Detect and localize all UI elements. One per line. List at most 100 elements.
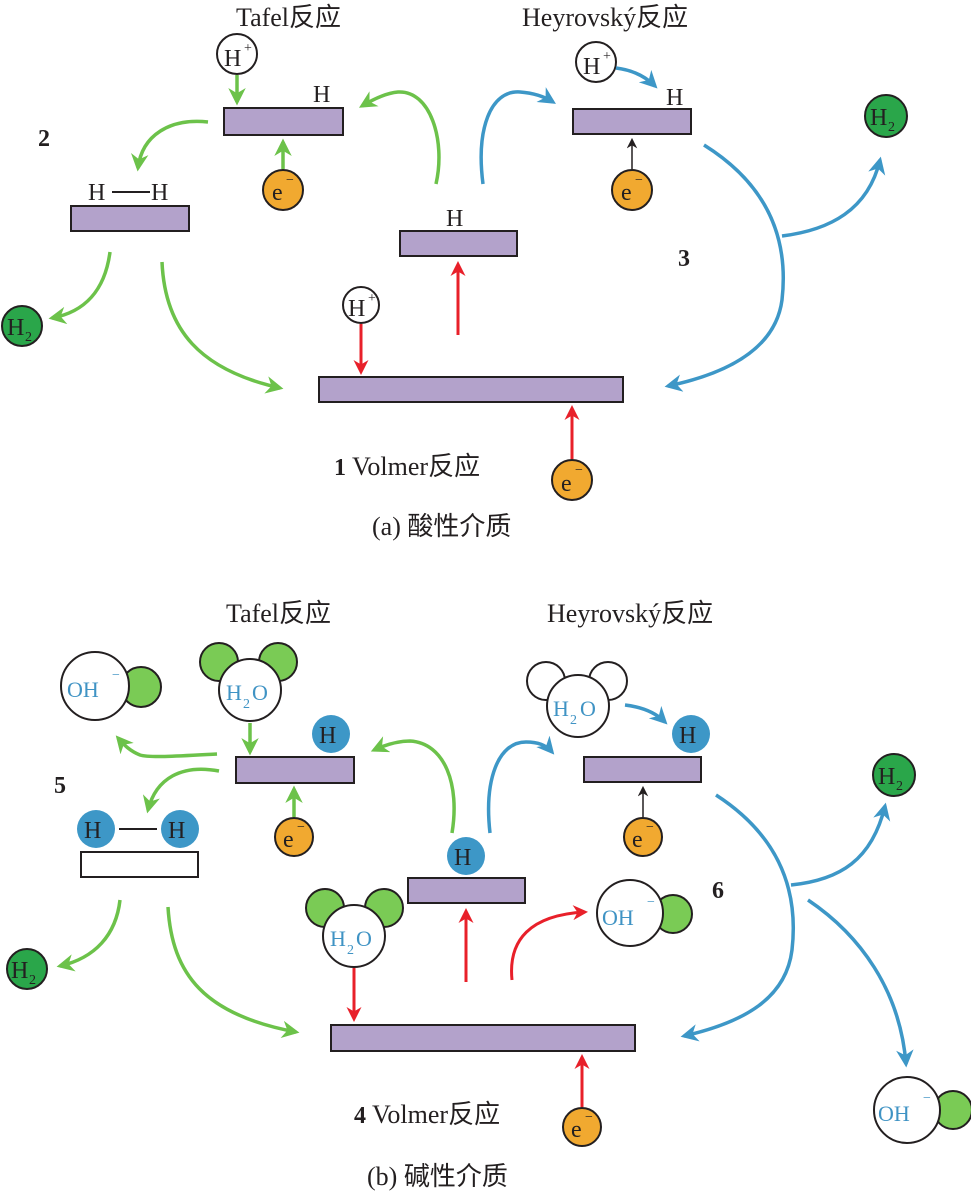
svg-text:−: −: [297, 820, 305, 835]
svg-text:H: H: [553, 696, 569, 721]
arrow-heyrovsky-to-volmer: [664, 143, 785, 392]
svg-text:−: −: [585, 1110, 593, 1125]
hydroxide-ion-top-left: OH −: [60, 651, 162, 721]
svg-text:H: H: [84, 818, 101, 844]
heyrovsky-adsorbed-h: H: [666, 85, 683, 111]
h-h-slab-b: [80, 851, 199, 878]
svg-text:O: O: [580, 696, 596, 721]
hydroxide-ion-middle: OH −: [596, 879, 693, 947]
arrow-hh-to-h2: [48, 251, 112, 325]
svg-text:2: 2: [29, 973, 36, 988]
svg-text:H: H: [7, 315, 24, 341]
heyrovsky-title-b: Heyrovský反应: [547, 599, 713, 628]
h2-molecule-right-a: H 2: [864, 94, 908, 138]
h-h-pair-b: H H: [77, 810, 199, 848]
svg-text:−: −: [635, 173, 643, 188]
svg-text:e: e: [571, 1117, 582, 1143]
arrow-tafel-to-hh: [131, 119, 209, 172]
tafel-title-a: Tafel反应: [236, 3, 341, 32]
svg-text:O: O: [252, 680, 268, 705]
arrow-middle-to-tafel: [358, 90, 441, 185]
arrow-middle-to-heyrovsky: [479, 87, 556, 185]
water-molecule-volmer: H 2 O: [305, 888, 404, 968]
svg-text:+: +: [603, 49, 611, 64]
caption-b: (b) 碱性介质: [367, 1162, 508, 1191]
proton-ion-volmer: H +: [342, 286, 380, 324]
step-number-5: 5: [54, 773, 66, 799]
svg-text:H: H: [226, 680, 242, 705]
heyrovsky-title-a: Heyrovský反应: [522, 3, 688, 32]
svg-text:2: 2: [347, 943, 354, 958]
arrow-water-to-heyrovsky-h: [624, 703, 668, 725]
svg-text:2: 2: [896, 779, 903, 794]
h-h-right: H: [151, 180, 168, 206]
svg-text:OH: OH: [67, 677, 99, 702]
h2-molecule-left-a: H 2: [1, 305, 43, 347]
svg-text:H: H: [679, 723, 696, 749]
svg-text:2: 2: [888, 120, 895, 135]
heyrovsky-slab-b: [583, 756, 702, 783]
svg-text:H: H: [454, 845, 471, 871]
electron-heyrovsky: e −: [611, 169, 653, 211]
arrow-tafel-to-hh-b: [142, 767, 220, 814]
middle-slab-a: [399, 230, 518, 257]
svg-text:O: O: [356, 926, 372, 951]
hydroxide-ion-bottom-right: OH −: [873, 1076, 971, 1144]
arrow-tafel-to-hydroxide: [115, 735, 218, 759]
svg-text:H: H: [870, 105, 887, 131]
svg-text:2: 2: [243, 697, 250, 712]
water-molecule-heyrovsky: H 2 O: [526, 661, 628, 738]
svg-text:H: H: [168, 818, 185, 844]
svg-text:H: H: [583, 54, 600, 80]
svg-text:−: −: [646, 820, 654, 835]
svg-text:−: −: [923, 1091, 931, 1106]
electron-volmer-b: e −: [562, 1107, 602, 1147]
middle-slab-b: [407, 877, 526, 904]
proton-ion-heyrovsky: H +: [575, 41, 617, 83]
arrow-hh-to-volmer-b: [166, 906, 300, 1039]
svg-text:H: H: [11, 958, 28, 984]
step-number-2: 2: [38, 126, 50, 152]
svg-text:OH: OH: [602, 905, 634, 930]
adsorbed-h-atom-heyrovsky: H: [672, 715, 710, 753]
middle-adsorbed-h: H: [446, 206, 463, 232]
arrow-to-hydroxide-middle: [510, 905, 588, 981]
step-number-3: 3: [678, 246, 690, 272]
h2-molecule-left-b: H 2: [6, 948, 48, 990]
arrow-proton-to-heyrovsky-h: [615, 66, 658, 89]
tafel-title-b: Tafel反应: [226, 599, 331, 628]
h-h-slab-a: [70, 205, 190, 232]
tafel-slab-a: [223, 107, 344, 136]
adsorbed-h-atom-middle: H: [447, 837, 485, 875]
step-number-1: 1: [334, 455, 346, 481]
svg-text:e: e: [283, 827, 294, 853]
svg-text:2: 2: [570, 713, 577, 728]
step-number-4: 4: [354, 1103, 366, 1129]
arrow-hh-to-volmer: [160, 261, 284, 394]
arrow-middle-to-tafel-b: [370, 736, 456, 834]
svg-text:+: +: [368, 291, 376, 306]
h-h-left: H: [88, 180, 105, 206]
electron-volmer: e −: [551, 459, 593, 501]
tafel-slab-b: [235, 756, 355, 784]
volmer-title-a: Volmer反应: [352, 452, 480, 481]
volmer-slab-a: [318, 376, 624, 403]
water-molecule-tafel: H 2 O: [199, 642, 298, 722]
arrow-to-hydroxide-right: [807, 898, 914, 1068]
arrow-to-h2-right: [781, 156, 886, 238]
svg-text:−: −: [647, 895, 655, 910]
arrow-middle-to-heyrovsky-b: [486, 735, 555, 834]
h2-molecule-right-b: H 2: [872, 753, 916, 797]
svg-text:e: e: [632, 827, 643, 853]
step-number-6: 6: [712, 878, 724, 904]
svg-text:H: H: [330, 926, 346, 951]
svg-text:+: +: [244, 41, 252, 56]
svg-text:−: −: [575, 463, 583, 478]
volmer-title-b: Volmer反应: [372, 1100, 500, 1129]
svg-text:H: H: [319, 723, 336, 749]
svg-text:e: e: [621, 180, 632, 206]
proton-ion: H +: [216, 33, 258, 75]
heyrovsky-slab-a: [572, 108, 692, 135]
arrow-heyrovsky-to-volmer-b: [680, 793, 795, 1042]
